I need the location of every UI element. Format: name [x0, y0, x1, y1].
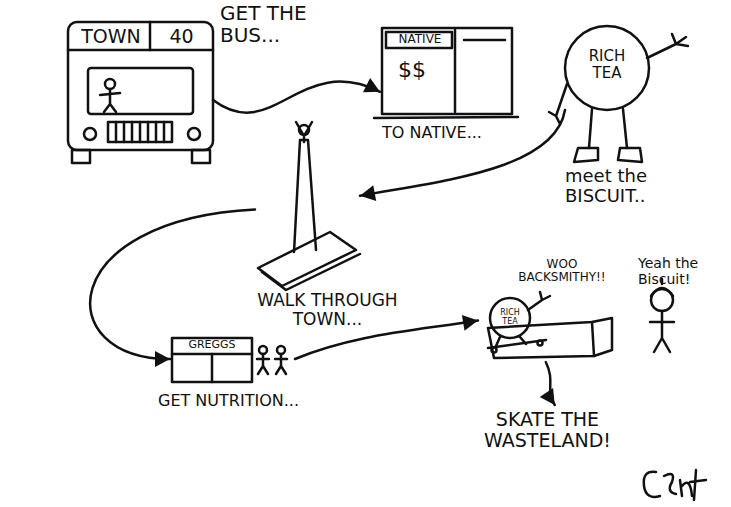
sketch-text: Yeah the Biscuit!	[638, 256, 714, 287]
sketch-text: RICH TEA	[579, 48, 635, 82]
sketch-text: SKATE THE WASTELAND!	[475, 409, 620, 452]
sketch-text: $$	[398, 58, 448, 83]
biscuit-character	[549, 26, 688, 162]
biscuit-circle: RICH TEAmeet the BISCUIT..	[565, 26, 649, 110]
sketch-text: WALK THROUGH TOWN...	[245, 291, 410, 329]
sketch-text: GET THE BUS...	[220, 2, 332, 47]
bakery-drawing	[172, 338, 287, 382]
sketch-text: meet the BISCUIT..	[565, 166, 690, 206]
skate-scene	[488, 279, 674, 358]
sketch-text: WOO BACKSMITHY!!	[502, 258, 622, 285]
arrow-head	[155, 351, 170, 367]
arrow-line	[360, 110, 565, 196]
arrow-line	[90, 210, 255, 359]
sketch-text: GET NUTRITION...	[158, 392, 353, 410]
skater-biscuit-circle: RICH TEA	[490, 298, 530, 338]
sketch-text: RICH TEA	[494, 309, 526, 327]
sketch-text: 40	[154, 26, 209, 47]
flow-arrow	[213, 78, 380, 113]
sketch-text: NATIVE	[386, 33, 454, 46]
arrow-head	[540, 388, 555, 405]
skate-scene-box: WOO BACKSMITHY!! Yeah the Biscuit! RICH TE…	[478, 258, 720, 362]
arrow-head	[363, 78, 380, 92]
flow-arrow	[90, 210, 255, 367]
sketch-text: TO NATIVE...	[382, 124, 532, 142]
shop-box: NATIVE$$TO NATIVE...	[380, 26, 514, 120]
arrow-line	[546, 362, 555, 405]
arrow-head	[360, 185, 376, 201]
arrow-head	[462, 315, 478, 331]
shop-drawing	[374, 28, 518, 118]
monument-drawing	[258, 122, 360, 290]
flow-arrow	[540, 362, 555, 405]
bus-box: TOWN40GET THE BUS...	[68, 22, 213, 164]
bakery-box: GREGGSGET NUTRITION...	[170, 336, 295, 382]
arrow-line	[213, 82, 380, 113]
sketch-text: GREGGS	[174, 339, 250, 351]
bus-drawing	[68, 22, 213, 163]
monument-node: WALK THROUGH TOWN...	[255, 115, 360, 287]
flow-arrow	[360, 110, 565, 201]
wasteland-node: SKATE THE WASTELAND!	[475, 405, 620, 460]
sketch-text: TOWN	[72, 26, 150, 47]
signature-scribble	[644, 470, 706, 500]
